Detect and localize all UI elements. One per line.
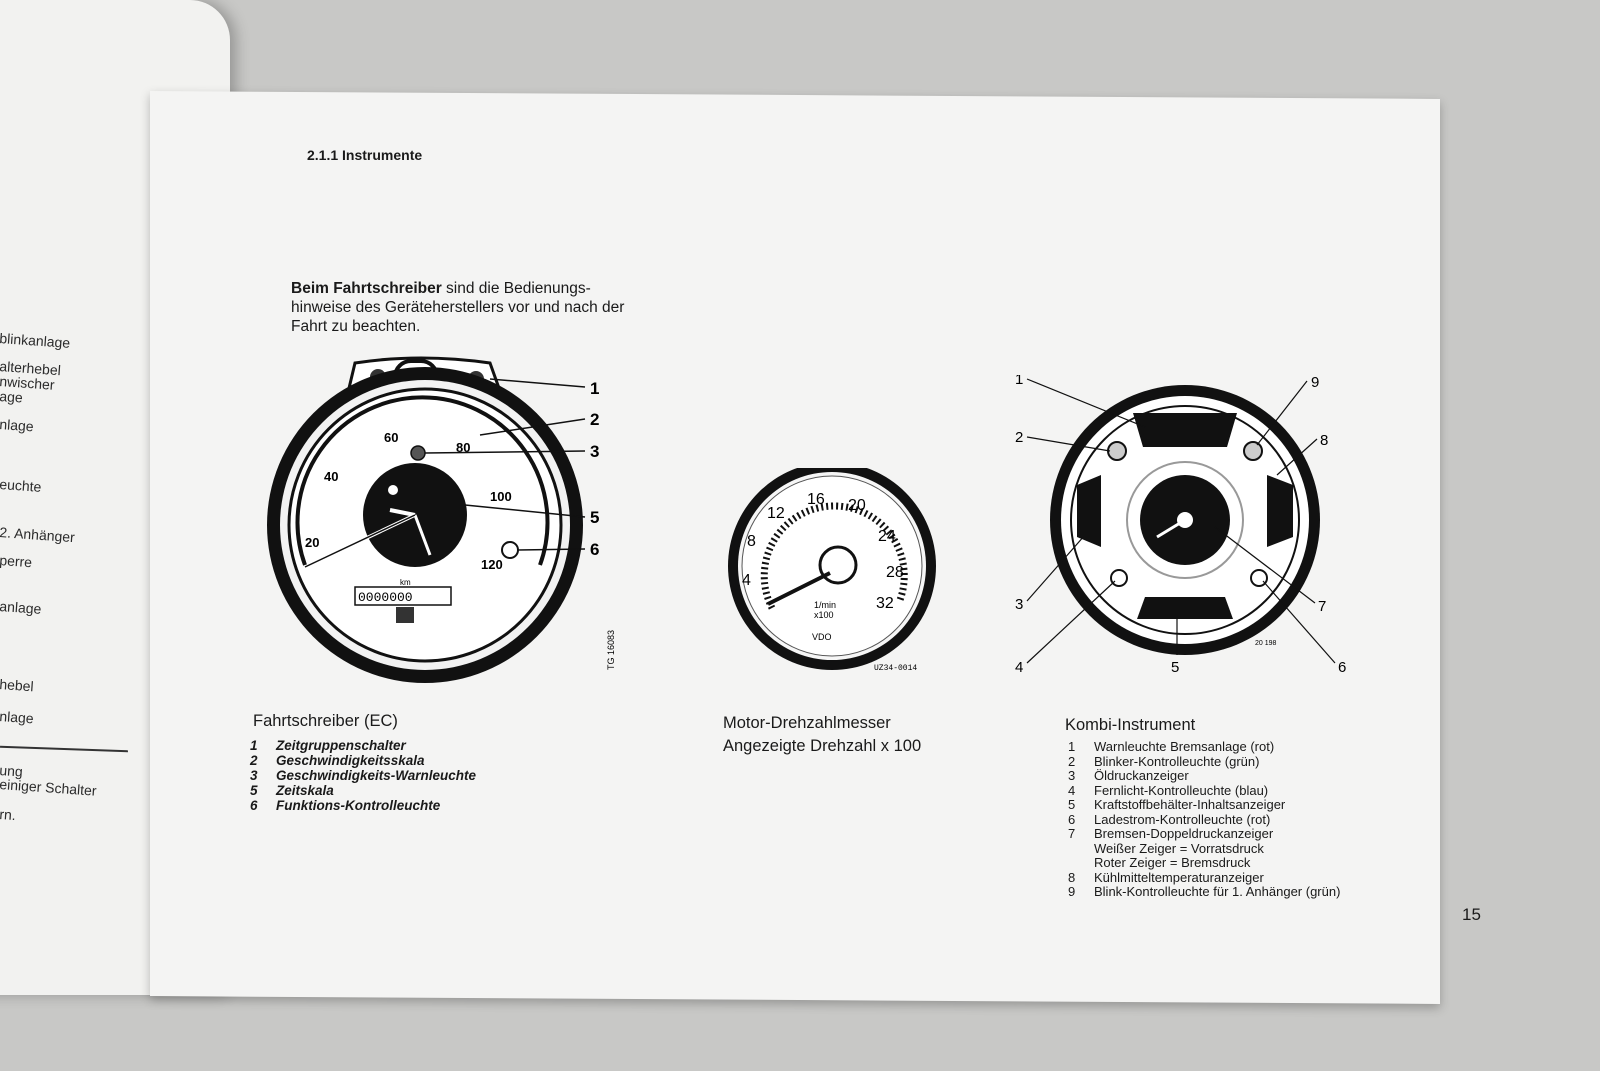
intro-rest: sind die Bedienungs-hinweise des Geräteh… xyxy=(291,280,625,335)
callout-number: 3 xyxy=(1015,596,1023,613)
intro-text: Beim Fahrtschreiber sind die Bedienungs-… xyxy=(291,279,646,336)
unit-label: 1/min xyxy=(814,600,836,610)
side-code: TG 16083 xyxy=(606,630,616,670)
tick-label: 12 xyxy=(767,505,785,522)
intro-bold: Beim Fahrtschreiber xyxy=(291,280,442,297)
left-fragment: rn. xyxy=(0,806,17,824)
legend-item: Weißer Zeiger = Vorratsdruck xyxy=(1094,840,1264,856)
brand-label: VDO xyxy=(812,632,832,642)
callout-number: 3 xyxy=(590,442,599,461)
callout-number: 8 xyxy=(1320,432,1328,449)
section-title: 2.1.1 Instrumente xyxy=(307,147,423,163)
callout-number: 7 xyxy=(1318,598,1326,615)
left-fragment: hebel xyxy=(0,676,35,695)
tick-label: 20 xyxy=(848,497,866,514)
drawing-code: 20 198 xyxy=(1255,640,1277,647)
callout-number: 9 xyxy=(1311,375,1319,391)
tick-label: 80 xyxy=(456,440,470,455)
kombi-illustration: 1 2 3 4 5 6 7 8 9 20 198 xyxy=(1015,375,1346,676)
page-number: 15 xyxy=(1462,905,1481,924)
odometer-value: 0000000 xyxy=(358,590,413,605)
callout-number: 1 xyxy=(590,379,599,398)
drehzahlmesser-illustration: 4 8 12 16 20 24 28 32 1/min x100 VDO UZ3… xyxy=(728,468,936,673)
callout-number: 1 xyxy=(1015,375,1023,388)
left-fragment: nlage xyxy=(0,416,35,435)
tick-label: 100 xyxy=(490,489,512,504)
legend-item: Roter Zeiger = Bremsdruck xyxy=(1094,855,1251,870)
drawing-code: UZ34-0014 xyxy=(874,664,917,673)
left-fragment: euchte xyxy=(0,476,42,495)
tick-label: 40 xyxy=(324,469,338,484)
tick-label: 60 xyxy=(384,430,398,445)
tick-label: 20 xyxy=(305,535,319,550)
drehzahl-caption: Motor-Drehzahlmesser Angezeigte Drehzahl… xyxy=(723,712,921,758)
left-fragment: nlage xyxy=(0,708,35,727)
fahrtschreiber-illustration: 20 40 60 80 100 120 km 0000000 1 2 3 5 6… xyxy=(267,356,616,683)
tick-label: 4 xyxy=(742,572,751,589)
callout-number: 5 xyxy=(590,508,599,527)
drehzahl-caption-line2: Angezeigte Drehzahl x 100 xyxy=(723,737,922,755)
tick-label: 16 xyxy=(807,491,825,508)
tick-label: 24 xyxy=(878,528,896,545)
unit-label: x100 xyxy=(814,610,834,620)
callout-number: 2 xyxy=(1015,429,1023,446)
tick-label: 32 xyxy=(876,595,894,612)
left-fragment: anlage xyxy=(0,598,42,617)
callout-number: 2 xyxy=(590,410,599,429)
tick-label: 8 xyxy=(747,533,756,550)
callout-number: 5 xyxy=(1171,659,1179,676)
callout-number: 6 xyxy=(590,540,599,559)
km-label: km xyxy=(400,578,411,587)
left-fragment: perre xyxy=(0,552,33,571)
callout-number: 6 xyxy=(1338,659,1346,676)
callout-number: 4 xyxy=(1015,659,1023,676)
kombi-caption: Kombi-Instrument xyxy=(1065,716,1196,734)
drehzahl-caption-line1: Motor-Drehzahlmesser xyxy=(723,714,891,732)
left-fragment: age xyxy=(0,388,24,406)
tick-label: 120 xyxy=(481,557,503,572)
fahrtschreiber-caption: Fahrtschreiber (EC) xyxy=(253,712,398,730)
tick-label: 28 xyxy=(886,564,904,581)
